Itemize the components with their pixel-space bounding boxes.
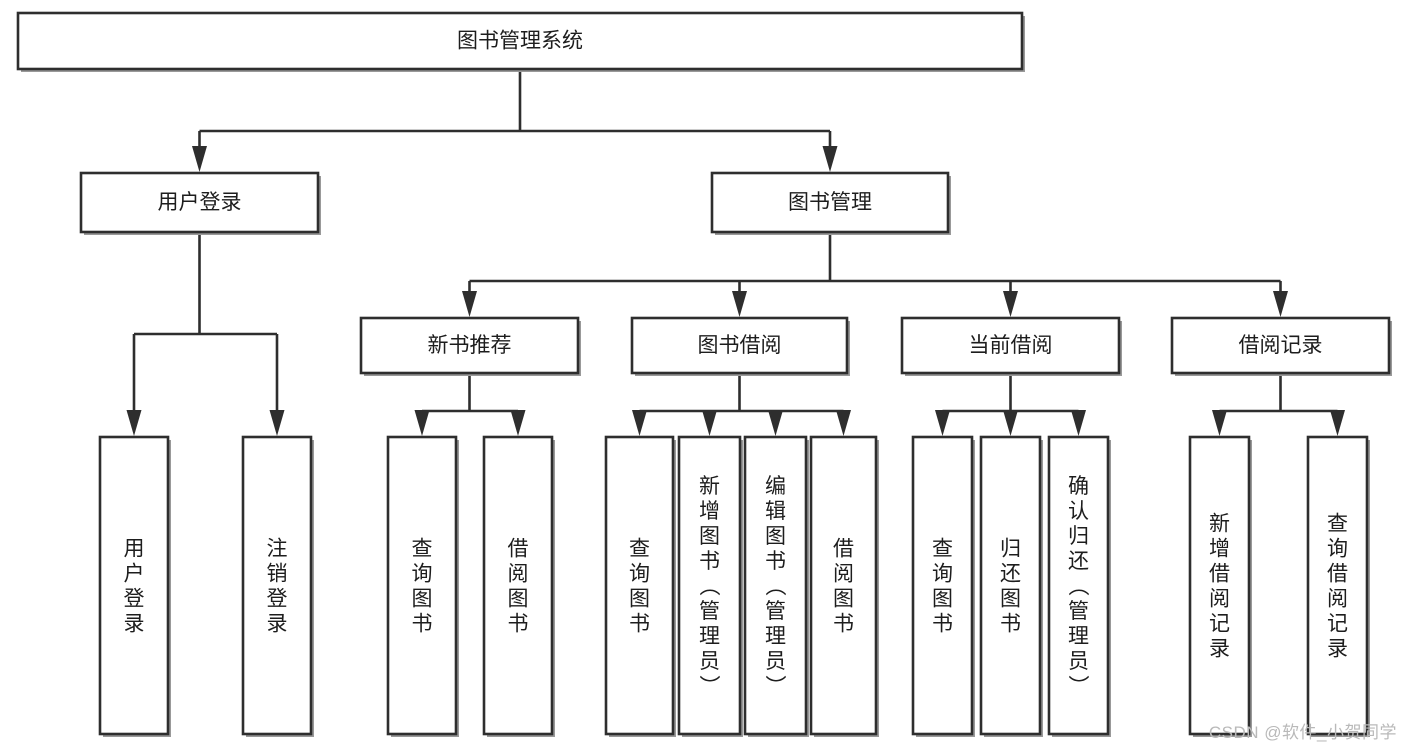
node-box[interactable] [630,316,849,375]
nodes-group: 图书管理系统用户登录图书管理新书推荐图书借阅当前借阅借阅记录用户登录注销登录查询… [16,11,1392,737]
node-label: 编辑图书（管理员） [765,475,787,698]
link-图书借阅-编辑图书管理员-2-arrow [768,410,783,436]
node-box[interactable] [1170,316,1391,375]
node-box[interactable] [1306,435,1369,736]
node-leaf-新增借阅记录-11[interactable]: 新增借阅记录 [1188,435,1252,737]
link-图书借阅-新增图书管理员-1-arrow [702,410,717,436]
link-mgmt-借阅记录-arrow [1273,291,1288,317]
link-借阅记录-新增借阅记录-0-arrow [1212,410,1227,436]
node-label: 查询借阅记录 [1327,513,1348,661]
link-新书推荐-查询图书-0-arrow [414,410,430,436]
node-label: 借阅记录 [1239,334,1323,357]
node-leaf-注销登录-1[interactable]: 注销登录 [241,435,314,737]
link-mgmt-图书借阅-arrow [732,291,747,317]
node-leaf-查询图书-4[interactable]: 查询图书 [604,435,676,737]
link-login-用户登录-0-arrow [126,410,142,436]
node-level2-图书借阅-1[interactable]: 图书借阅 [630,316,850,376]
node-box[interactable] [911,435,974,736]
link-mgmt-当前借阅-arrow [1003,291,1018,317]
node-label: 图书管理系统 [457,30,583,53]
connector-lines-group [126,69,1345,436]
link-图书借阅-借阅图书-3-arrow [836,410,851,436]
node-level1-图书管理-1[interactable]: 图书管理 [710,171,951,235]
node-box[interactable] [1188,435,1251,736]
link-mgmt-新书推荐-arrow [462,291,477,317]
node-level2-新书推荐-0[interactable]: 新书推荐 [359,316,581,376]
watermark-label: CSDN @软件_小贺同学 [1208,723,1397,742]
link-当前借阅-归还图书-1-arrow [1003,410,1018,436]
node-leaf-查询图书-2[interactable]: 查询图书 [386,435,459,737]
node-level2-当前借阅-2[interactable]: 当前借阅 [900,316,1122,376]
node-label: 查询图书 [629,538,650,636]
node-label: 图书借阅 [698,334,782,357]
node-leaf-借阅图书-3[interactable]: 借阅图书 [482,435,555,737]
node-box[interactable] [241,435,313,736]
node-label: 新书推荐 [428,334,512,357]
node-leaf-查询借阅记录-12[interactable]: 查询借阅记录 [1306,435,1370,737]
link-root-图书管理-arrow [822,146,838,172]
node-label: 图书管理 [788,191,872,214]
node-label: 新增借阅记录 [1209,513,1230,661]
node-leaf-编辑图书管理员-6[interactable]: 编辑图书（管理员） [743,435,809,737]
node-box[interactable] [809,435,878,736]
node-label: 确认归还（管理员） [1068,475,1090,698]
node-box[interactable] [677,435,742,736]
node-box[interactable] [482,435,554,736]
link-当前借阅-查询图书-0-arrow [935,410,950,436]
node-leaf-归还图书-9[interactable]: 归还图书 [979,435,1043,737]
node-root-图书管理系统[interactable]: 图书管理系统 [16,11,1025,72]
node-box[interactable] [16,11,1024,71]
node-label: 借阅图书 [833,538,854,636]
node-leaf-查询图书-8[interactable]: 查询图书 [911,435,975,737]
link-login-注销登录-1-arrow [269,410,285,436]
node-box[interactable] [1047,435,1110,736]
node-label: 新增图书（管理员） [699,475,721,698]
link-root-用户登录-arrow [192,146,207,172]
node-label: 借阅图书 [508,538,529,636]
node-box[interactable] [900,316,1121,375]
node-leaf-新增图书管理员-5[interactable]: 新增图书（管理员） [677,435,743,737]
node-label: 查询图书 [932,538,953,636]
link-新书推荐-借阅图书-1-arrow [510,410,526,436]
node-level2-借阅记录-3[interactable]: 借阅记录 [1170,316,1392,376]
node-box[interactable] [604,435,675,736]
node-box[interactable] [743,435,808,736]
node-label: 归还图书 [1000,538,1021,636]
node-box[interactable] [98,435,170,736]
node-leaf-用户登录-0[interactable]: 用户登录 [98,435,171,737]
node-label: 用户登录 [158,191,242,214]
node-box[interactable] [710,171,950,234]
node-box[interactable] [386,435,458,736]
node-box[interactable] [359,316,580,375]
link-借阅记录-查询借阅记录-1-arrow [1330,410,1345,436]
node-box[interactable] [79,171,320,234]
node-label: 注销登录 [267,538,288,636]
link-图书借阅-查询图书-0-arrow [632,410,647,436]
node-level1-用户登录-0[interactable]: 用户登录 [79,171,321,235]
node-leaf-借阅图书-7[interactable]: 借阅图书 [809,435,879,737]
node-label: 用户登录 [124,538,145,636]
node-label: 当前借阅 [969,334,1053,357]
link-当前借阅-确认归还管理员-2-arrow [1071,410,1086,436]
node-leaf-确认归还管理员-10[interactable]: 确认归还（管理员） [1047,435,1111,737]
node-label: 查询图书 [412,538,433,636]
node-box[interactable] [979,435,1042,736]
